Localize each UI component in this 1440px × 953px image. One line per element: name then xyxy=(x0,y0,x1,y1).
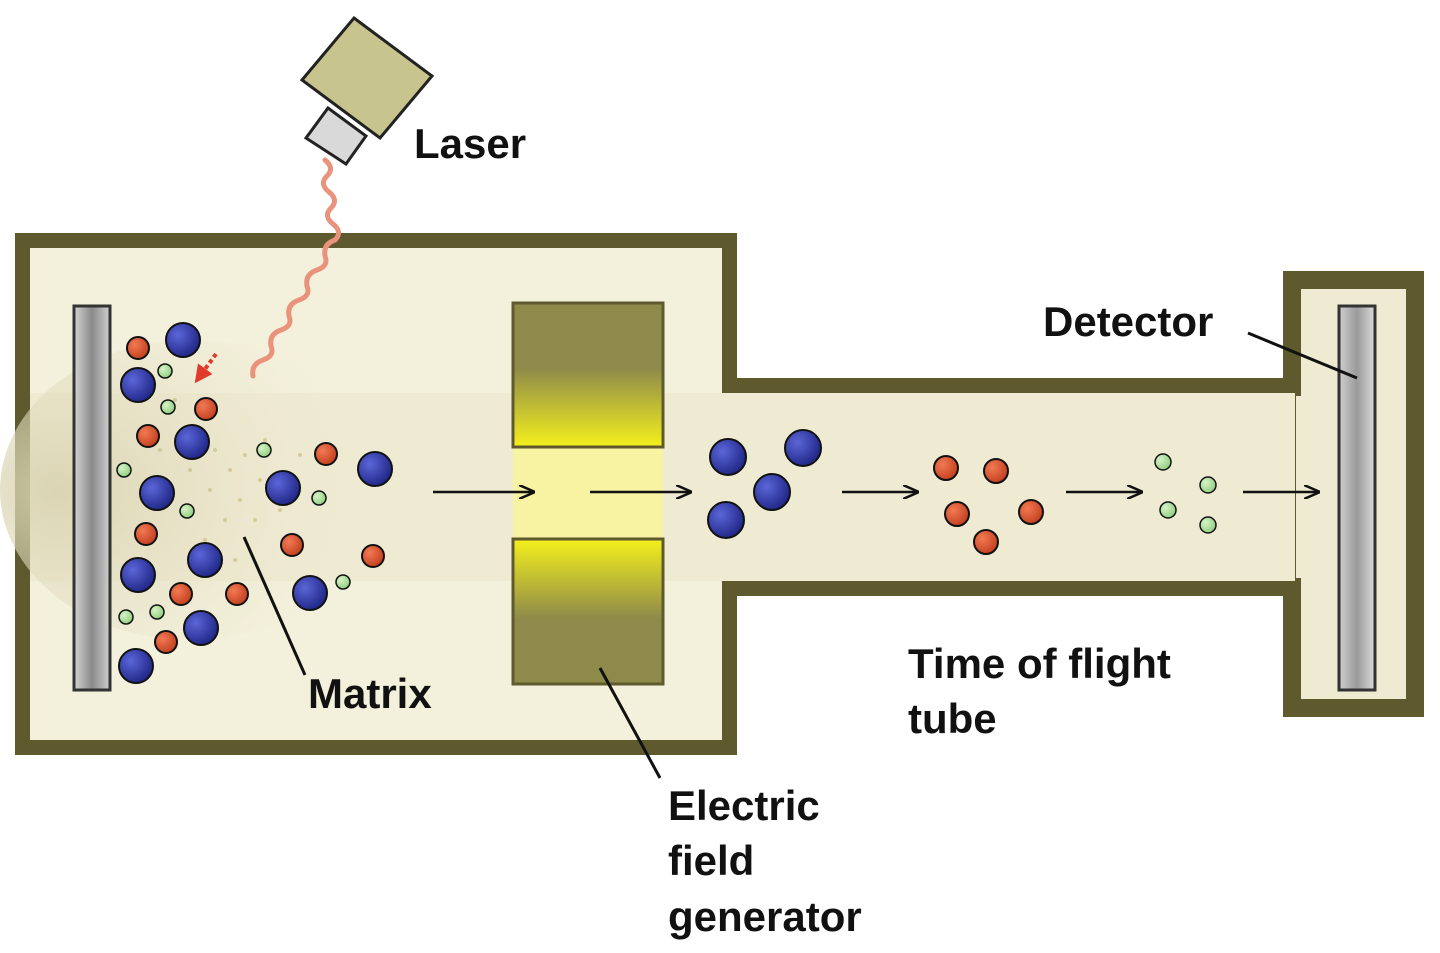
laser-beam-tip xyxy=(194,352,218,384)
ion-medium xyxy=(933,455,959,481)
ion-large xyxy=(784,429,822,467)
detector-icon xyxy=(1337,304,1377,692)
leader-line-matrix xyxy=(242,536,307,676)
ion-small xyxy=(179,503,195,519)
ion-large xyxy=(165,322,201,358)
electric-field-generator-label-line2: field xyxy=(668,837,755,885)
ion-small xyxy=(118,609,134,625)
ion-medium xyxy=(134,522,158,546)
ion-medium xyxy=(194,397,218,421)
laser-icon xyxy=(299,15,435,167)
ion-medium xyxy=(136,424,160,448)
ion-small xyxy=(256,442,272,458)
ion-medium xyxy=(225,582,249,606)
ion-small xyxy=(157,363,173,379)
electric-field-generator-label-line3: generator xyxy=(668,892,862,940)
ion-medium xyxy=(314,442,338,466)
ion-large xyxy=(183,610,219,646)
ion-small xyxy=(1154,453,1172,471)
ion-medium xyxy=(126,336,150,360)
ion-large xyxy=(120,557,156,593)
ion-medium xyxy=(973,529,999,555)
leader-line-detector xyxy=(1247,331,1358,380)
ion-large xyxy=(174,424,210,460)
ion-small xyxy=(311,490,327,506)
ion-small xyxy=(116,462,132,478)
ion-group-large xyxy=(707,429,822,539)
ion-medium xyxy=(1018,499,1044,525)
ion-small xyxy=(1199,476,1217,494)
laser-label: Laser xyxy=(414,120,527,167)
ion-large xyxy=(139,475,175,511)
detector-label: Detector xyxy=(1043,298,1214,345)
ion-medium xyxy=(169,582,193,606)
ion-large xyxy=(118,648,154,684)
ion-large xyxy=(292,575,328,611)
ion-small xyxy=(149,604,165,620)
ion-medium xyxy=(280,533,304,557)
ion-group-medium xyxy=(933,455,1044,555)
electric-field-generator-label: Electric field generator xyxy=(668,778,862,944)
electric-field-generator-label-line1: Electric xyxy=(668,782,820,829)
field-plate-top xyxy=(511,301,665,449)
ion-group-small xyxy=(1154,453,1217,534)
ion-small xyxy=(1199,516,1217,534)
ion-large xyxy=(120,367,156,403)
time-of-flight-label-line1: Time of flight xyxy=(908,640,1171,687)
ion-medium xyxy=(983,458,1009,484)
ion-cluster-matrix xyxy=(116,322,393,684)
ion-small xyxy=(335,574,351,590)
ion-small xyxy=(1159,501,1177,519)
ion-large xyxy=(187,542,223,578)
ion-large xyxy=(753,473,791,511)
ion-medium xyxy=(944,501,970,527)
sample-plate-icon xyxy=(72,304,112,692)
laser-beam xyxy=(250,157,341,379)
time-of-flight-label-line2: tube xyxy=(908,695,997,743)
matrix-label: Matrix xyxy=(308,670,432,717)
ion-large xyxy=(709,438,747,476)
ion-medium xyxy=(154,630,178,654)
ion-large xyxy=(265,470,301,506)
ion-large xyxy=(357,451,393,487)
field-plate-bottom xyxy=(511,537,665,686)
time-of-flight-label: Time of flight tube xyxy=(908,636,1171,747)
ion-medium xyxy=(361,544,385,568)
ion-small xyxy=(160,399,176,415)
ion-large xyxy=(707,501,745,539)
leader-line-field xyxy=(598,667,662,779)
